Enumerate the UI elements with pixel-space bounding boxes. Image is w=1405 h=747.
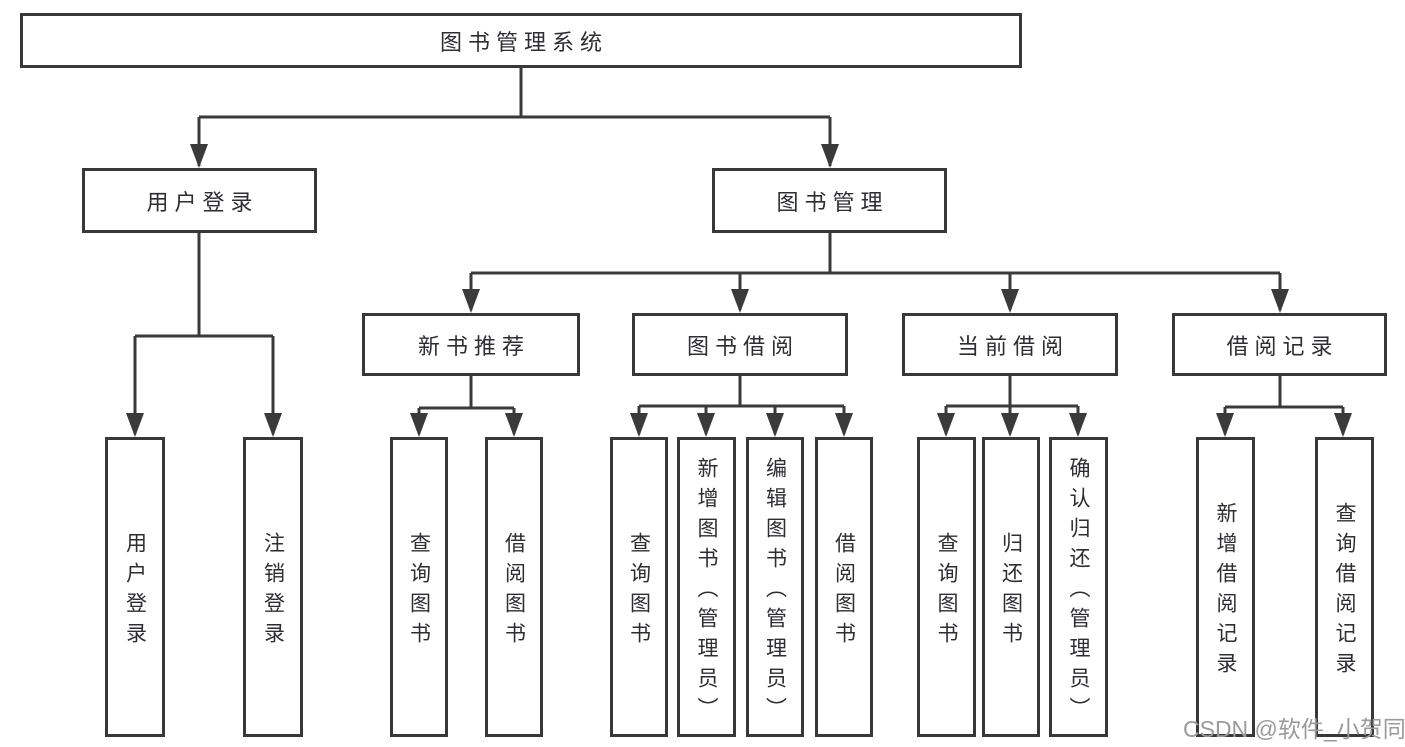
node-label: 用户登录 bbox=[146, 189, 259, 215]
leaf-query-books-current: 查询图书 bbox=[917, 437, 976, 737]
node-label: 借阅图书 bbox=[832, 531, 856, 652]
leaf-add-borrow-record: 新增借阅记录 bbox=[1196, 437, 1255, 737]
node-label: 注销登录 bbox=[261, 531, 285, 652]
leaf-borrow-books-borrow: 借阅图书 bbox=[815, 437, 873, 737]
node-system-root: 图书管理系统 bbox=[20, 13, 1022, 68]
node-label: 查询图书 bbox=[407, 531, 431, 652]
node-label: 查询借阅记录 bbox=[1333, 501, 1356, 682]
node-label: 查询图书 bbox=[627, 531, 651, 652]
leaf-add-book-admin: 新增图书（管理员） bbox=[677, 437, 736, 737]
node-borrow-records: 借阅记录 bbox=[1172, 313, 1387, 376]
leaf-query-books-borrow: 查询图书 bbox=[610, 437, 668, 737]
node-new-book-recommend: 新书推荐 bbox=[362, 313, 580, 376]
node-book-management: 图书管理 bbox=[712, 168, 947, 233]
node-label: 用户登录 bbox=[123, 531, 147, 652]
node-current-borrow: 当前借阅 bbox=[902, 313, 1118, 376]
node-label: 借阅图书 bbox=[502, 531, 526, 652]
leaf-confirm-return-admin: 确认归还（管理员） bbox=[1049, 437, 1108, 737]
node-label: 图书管理 bbox=[776, 189, 889, 215]
node-label: 借阅记录 bbox=[1226, 333, 1339, 359]
leaf-borrow-books-recommend: 借阅图书 bbox=[485, 437, 543, 737]
leaf-return-book: 归还图书 bbox=[982, 437, 1040, 737]
node-label: 确认归还（管理员） bbox=[1067, 456, 1090, 727]
node-label: 查询图书 bbox=[935, 531, 958, 652]
node-user-login: 用户登录 bbox=[82, 168, 317, 233]
leaf-logout: 注销登录 bbox=[243, 437, 303, 737]
node-label: 新书推荐 bbox=[417, 333, 530, 359]
node-book-borrow: 图书借阅 bbox=[632, 313, 848, 376]
node-label: 新增借阅记录 bbox=[1214, 501, 1237, 682]
leaf-user-login: 用户登录 bbox=[105, 437, 165, 737]
leaf-query-books-recommend: 查询图书 bbox=[390, 437, 448, 737]
node-label: 归还图书 bbox=[999, 531, 1023, 652]
node-label: 编辑图书（管理员） bbox=[763, 456, 787, 727]
node-label: 当前借阅 bbox=[956, 333, 1069, 359]
csdn-watermark: CSDN @软件_小贺同学 bbox=[1183, 716, 1405, 742]
node-label: 新增图书（管理员） bbox=[695, 456, 718, 727]
leaf-query-borrow-record: 查询借阅记录 bbox=[1315, 437, 1374, 737]
node-label: 图书借阅 bbox=[686, 333, 799, 359]
leaf-edit-book-admin: 编辑图书（管理员） bbox=[746, 437, 804, 737]
node-label: 图书管理系统 bbox=[439, 29, 608, 55]
